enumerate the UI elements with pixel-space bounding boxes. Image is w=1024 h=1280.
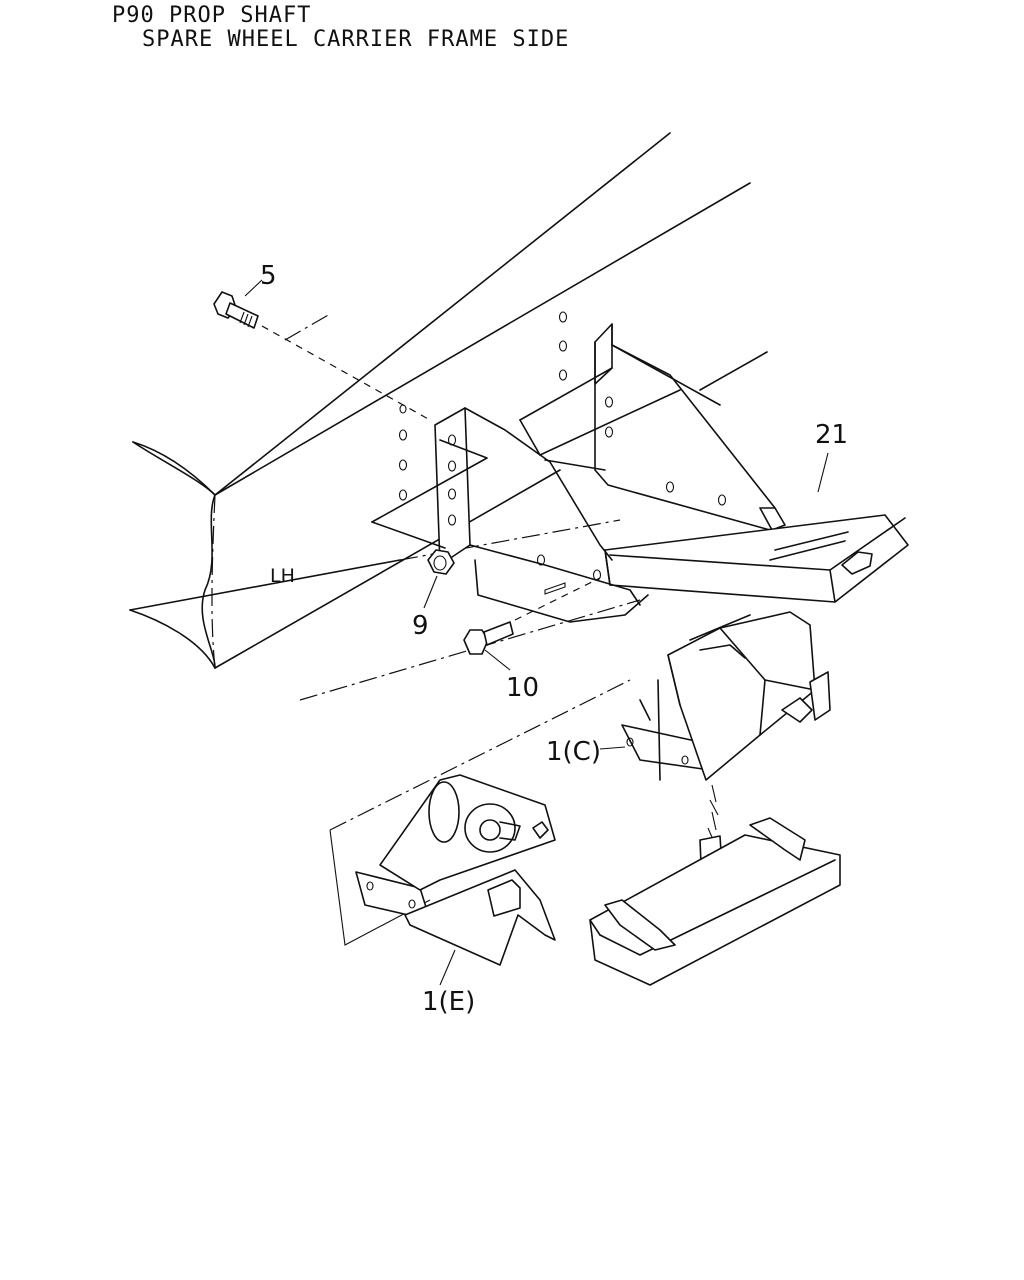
callout-9-label: 9 [412, 611, 429, 641]
callout-1e-label: 1(E) [422, 987, 475, 1017]
frame-side-label: LH [270, 565, 295, 587]
title-line-2: SPARE WHEEL CARRIER FRAME SIDE [142, 27, 570, 52]
callout-1c-label: 1(C) [546, 737, 601, 767]
title-line-1: P90 PROP SHAFT [112, 3, 312, 28]
wheel-support-rail [589, 817, 841, 986]
nut-9-icon [427, 549, 455, 575]
bolt-5-icon [213, 291, 431, 421]
frame-side-rail [129, 132, 768, 831]
callout-1e: 1(E) [422, 949, 475, 1017]
callout-10-label: 10 [506, 673, 539, 703]
gusset-bracket [371, 407, 649, 623]
callout-10: 10 [484, 649, 539, 703]
callout-21-label: 21 [815, 420, 848, 450]
callout-21: 21 [815, 420, 848, 493]
winch-e [329, 774, 556, 966]
callout-5-label: 5 [260, 261, 277, 291]
callout-1c: 1(C) [546, 737, 626, 767]
spare-carrier-c [621, 611, 831, 889]
callout-5: 5 [244, 261, 277, 297]
frame-holes [398, 311, 568, 501]
bolt-10-icon [463, 577, 601, 655]
callout-9: 9 [412, 575, 438, 641]
carrier-crossmember [519, 323, 909, 603]
